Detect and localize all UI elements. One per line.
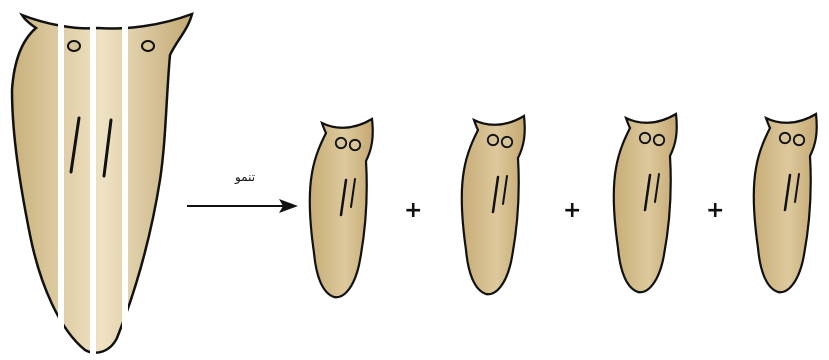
arrow-label: تنمو [215, 170, 275, 184]
eye-icon [640, 133, 650, 143]
regenerated-planarian [754, 114, 817, 292]
growth-arrow [187, 199, 298, 213]
eye-icon [654, 135, 664, 145]
eye-icon [502, 137, 512, 147]
original-planarian [12, 0, 192, 360]
regenerated-planarian [310, 119, 373, 297]
cut-line [90, 0, 96, 360]
plus-sign: + [563, 200, 581, 222]
eye-icon [488, 135, 498, 145]
plus-sign: + [404, 200, 422, 222]
cut-line [58, 0, 64, 360]
eye-icon [780, 133, 790, 143]
eye-icon [350, 140, 360, 150]
eye-icon [336, 138, 346, 148]
eye-icon [794, 135, 804, 145]
regenerated-planarian [462, 116, 525, 294]
plus-sign: + [706, 200, 724, 222]
planarian-body [12, 14, 192, 353]
eye-icon [142, 41, 154, 51]
eye-icon [68, 41, 80, 51]
regenerated-planarian [614, 114, 677, 292]
cut-line [122, 0, 128, 360]
